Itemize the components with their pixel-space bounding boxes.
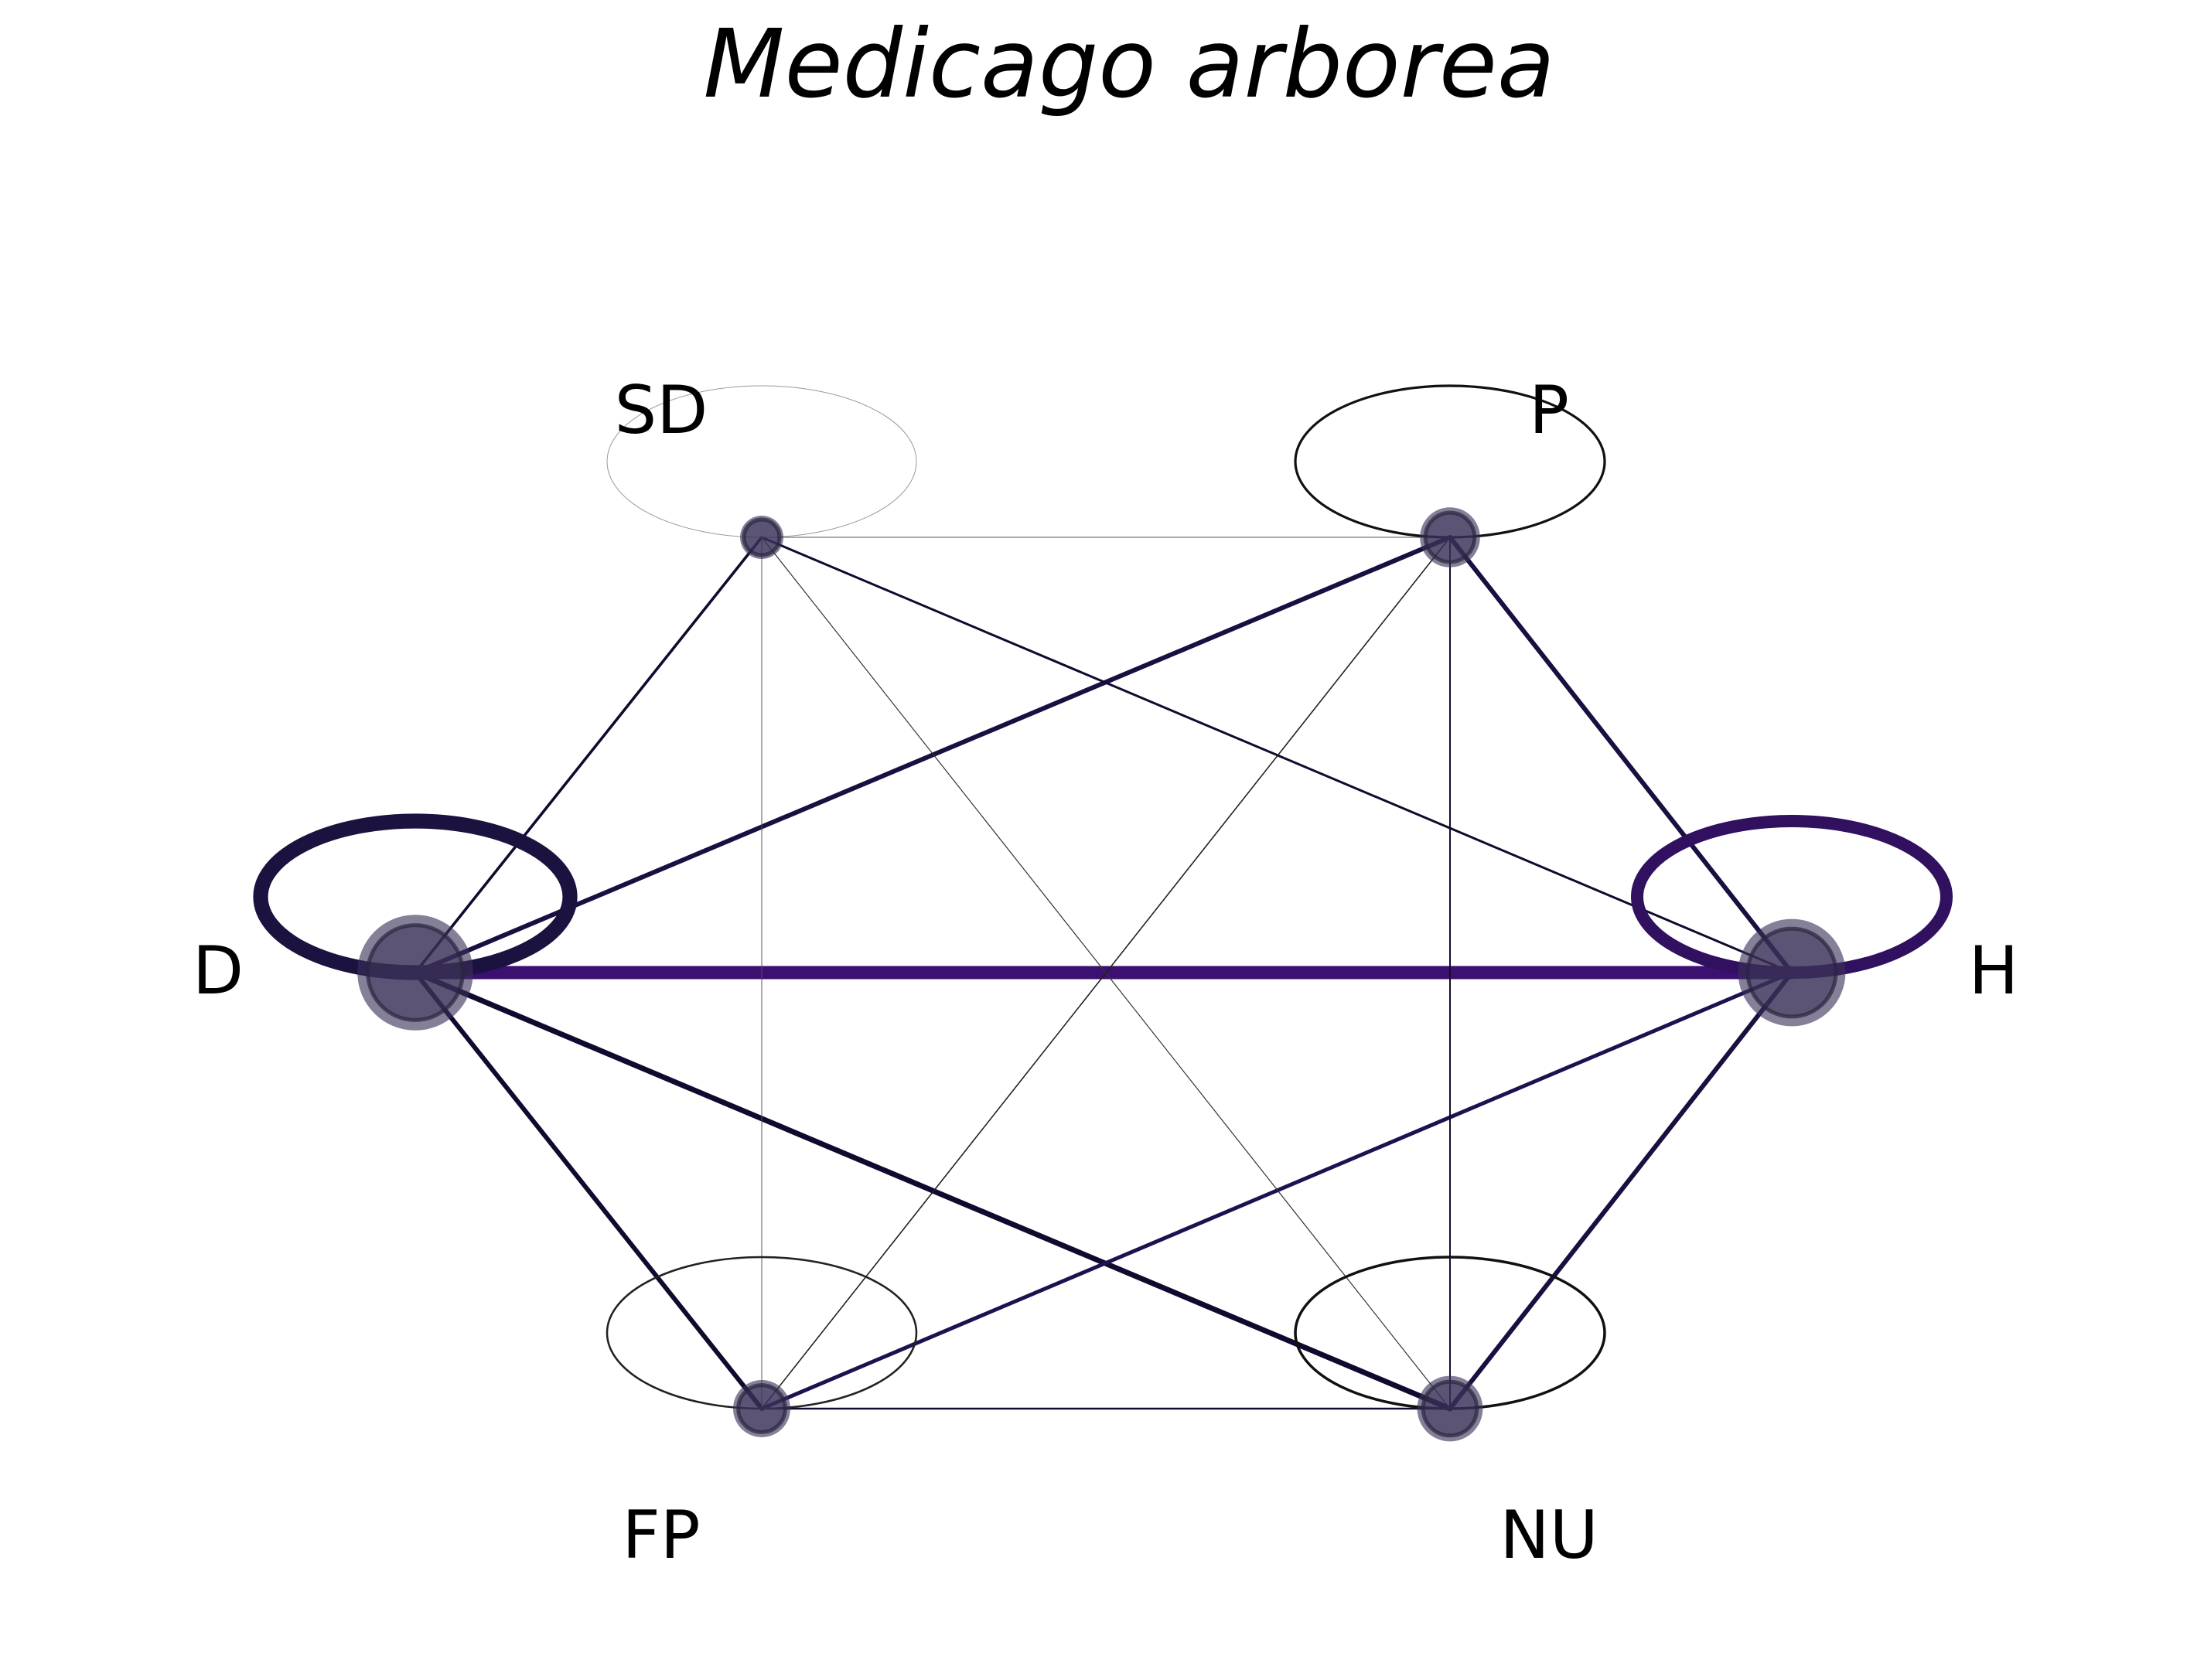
node-p — [1423, 510, 1477, 564]
node-fp — [736, 1383, 787, 1434]
edge-h-sd — [760, 536, 1793, 974]
labels-layer: SD P D H FP NU — [193, 372, 2018, 1574]
node-nu — [1421, 1379, 1479, 1438]
edges-layer — [408, 535, 1799, 1412]
edge-d-nu — [412, 969, 1453, 1412]
node-label-d: D — [193, 932, 244, 1010]
node-d — [366, 923, 465, 1022]
node-label-h: H — [1969, 932, 2019, 1010]
node-h — [1745, 926, 1838, 1019]
edge-h-fp — [759, 970, 1794, 1411]
diagram-title: Medicago arborea — [703, 9, 1554, 119]
self-loops-layer — [253, 384, 1953, 1410]
nodes-layer — [357, 507, 1846, 1442]
edge-h-p — [1448, 535, 1794, 975]
node-sd — [742, 517, 782, 557]
node-label-sd: SD — [615, 372, 708, 449]
edge-d-sd — [414, 536, 763, 974]
node-label-fp: FP — [622, 1497, 700, 1574]
edge-h-nu — [1448, 970, 1794, 1411]
edge-d-p — [413, 535, 1452, 975]
node-label-p: P — [1529, 372, 1569, 449]
edge-p-fp — [761, 537, 1451, 1409]
edge-d-fp — [413, 970, 764, 1411]
node-label-nu: NU — [1499, 1497, 1598, 1574]
